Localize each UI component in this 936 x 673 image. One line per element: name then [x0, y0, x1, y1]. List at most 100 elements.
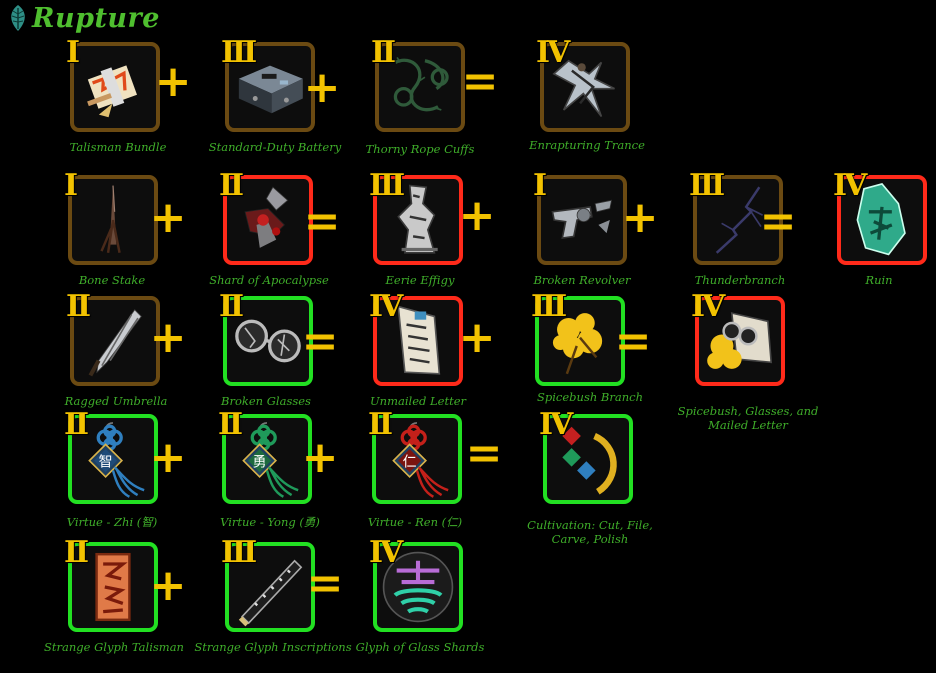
tier-numeral: III — [689, 168, 725, 203]
item-label: Broken Glasses — [221, 394, 311, 408]
plus-sign: + — [154, 56, 192, 107]
glyph-of-glass-shards-icon — [377, 546, 459, 628]
tier-numeral: I — [533, 168, 547, 203]
item-slot-bone-stake[interactable] — [68, 175, 158, 265]
tier-numeral: II — [66, 289, 91, 324]
thunderbranch-icon — [697, 179, 779, 261]
item-label: Strange Glyph Inscriptions — [194, 640, 352, 654]
item-slot-virtue-ren[interactable]: 仁 — [372, 414, 462, 504]
equals-sign: = — [465, 428, 503, 479]
item-slot-strange-glyph-inscriptions[interactable] — [225, 542, 315, 632]
equals-sign: = — [306, 558, 344, 609]
tier-numeral: I — [66, 35, 80, 70]
item-slot-ragged-umbrella[interactable] — [70, 296, 160, 386]
plus-sign: + — [149, 192, 187, 243]
item-slot-talisman-bundle[interactable] — [70, 42, 160, 132]
virtue-yong-icon: 勇 — [226, 418, 308, 500]
plus-sign: + — [303, 62, 341, 113]
spicebush-branch-icon — [539, 300, 621, 382]
item-label: Standard-Duty Battery — [208, 140, 342, 154]
ruin-icon — [841, 179, 923, 261]
item-label: Shard of Apocalypse — [209, 273, 329, 287]
item-label: Eerie Effigy — [385, 273, 455, 287]
item-slot-thunderbranch[interactable] — [693, 175, 783, 265]
cultivation-icon — [547, 418, 629, 500]
equals-sign: = — [461, 56, 499, 107]
equals-sign: = — [759, 196, 797, 247]
item-slot-broken-revolver[interactable] — [537, 175, 627, 265]
tier-numeral: IV — [691, 289, 725, 324]
plus-sign: + — [458, 190, 496, 241]
tier-numeral: II — [64, 535, 89, 570]
svg-text:勇: 勇 — [253, 454, 267, 470]
tier-numeral: IV — [536, 35, 570, 70]
item-slot-shard-of-apocalypse[interactable] — [223, 175, 313, 265]
strange-glyph-talisman-icon — [72, 546, 154, 628]
strange-glyph-inscriptions-icon — [229, 546, 311, 628]
tier-numeral: II — [368, 407, 393, 442]
plus-sign: + — [149, 312, 187, 363]
item-label: Enrapturing Trance — [529, 138, 645, 152]
item-slot-ruin[interactable] — [837, 175, 927, 265]
standard-duty-battery-icon — [229, 46, 311, 128]
item-label: Ragged Umbrella — [64, 394, 168, 408]
item-slot-thorny-rope-cuffs[interactable] — [375, 42, 465, 132]
tier-numeral: IV — [369, 535, 403, 570]
ragged-umbrella-icon — [74, 300, 156, 382]
shard-of-apocalypse-icon — [227, 179, 309, 261]
plus-sign: + — [301, 432, 339, 483]
item-label: Virtue - Ren (仁) — [367, 515, 463, 529]
item-slot-broken-glasses[interactable] — [223, 296, 313, 386]
plus-sign: + — [149, 560, 187, 611]
item-slot-strange-glyph-talisman[interactable] — [68, 542, 158, 632]
item-label: Glyph of Glass Shards — [355, 640, 485, 654]
tier-numeral: II — [219, 289, 244, 324]
leaf-icon — [11, 5, 25, 31]
item-label: Spicebush Branch — [537, 390, 643, 404]
item-label: Thorny Rope Cuffs — [365, 142, 475, 156]
tier-numeral: III — [369, 168, 405, 203]
plus-sign: + — [149, 432, 187, 483]
item-label: Broken Revolver — [533, 273, 631, 287]
item-label: Strange Glyph Talisman — [44, 640, 184, 654]
tier-numeral: II — [219, 168, 244, 203]
spicebush-glasses-letter-icon — [699, 300, 781, 382]
tier-numeral: IV — [833, 168, 867, 203]
broken-glasses-icon — [227, 300, 309, 382]
item-slot-cultivation[interactable] — [543, 414, 633, 504]
item-slot-virtue-zhi[interactable]: 智 — [68, 414, 158, 504]
tier-numeral: II — [371, 35, 396, 70]
equals-sign: = — [614, 316, 652, 367]
item-slot-spicebush-branch[interactable] — [535, 296, 625, 386]
enrapturing-trance-icon — [544, 46, 626, 128]
svg-text:仁: 仁 — [403, 454, 417, 470]
item-slot-enrapturing-trance[interactable] — [540, 42, 630, 132]
tier-numeral: IV — [369, 289, 403, 324]
unmailed-letter-icon — [377, 300, 459, 382]
plus-sign: + — [621, 192, 659, 243]
item-label: Thunderbranch — [694, 273, 786, 287]
virtue-ren-icon: 仁 — [376, 418, 458, 500]
tier-numeral: II — [64, 407, 89, 442]
item-slot-glyph-of-glass-shards[interactable] — [373, 542, 463, 632]
item-label: Virtue - Zhi (智) — [66, 515, 158, 529]
svg-text:智: 智 — [99, 454, 113, 470]
item-slot-virtue-yong[interactable]: 勇 — [222, 414, 312, 504]
header: Rupture — [6, 2, 160, 34]
item-label: Unmailed Letter — [369, 394, 467, 408]
item-slot-eerie-effigy[interactable] — [373, 175, 463, 265]
item-label: Spicebush, Glasses, and Mailed Letter — [677, 404, 819, 432]
page-title: Rupture — [32, 2, 160, 34]
item-label: Talisman Bundle — [69, 140, 167, 154]
item-label: Virtue - Yong (勇) — [220, 515, 320, 529]
tier-numeral: II — [218, 407, 243, 442]
item-label: Bone Stake — [78, 273, 146, 287]
tier-numeral: I — [64, 168, 78, 203]
item-label: Ruin — [865, 273, 893, 287]
item-label: Cultivation: Cut, File, Carve, Polish — [527, 518, 653, 546]
item-slot-unmailed-letter[interactable] — [373, 296, 463, 386]
item-slot-standard-duty-battery[interactable] — [225, 42, 315, 132]
virtue-zhi-icon: 智 — [72, 418, 154, 500]
equals-sign: = — [301, 316, 339, 367]
item-slot-spicebush-glasses-letter[interactable] — [695, 296, 785, 386]
